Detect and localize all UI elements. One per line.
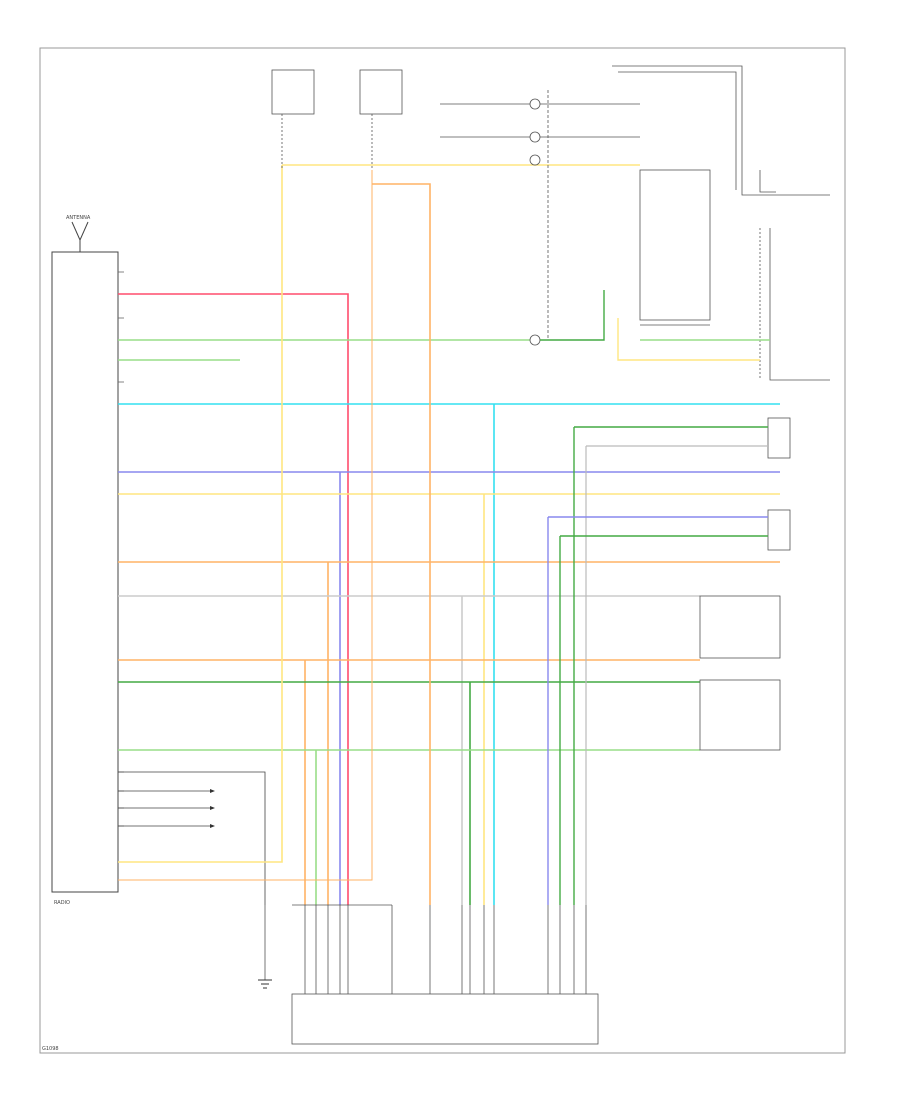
fuse-area — [271, 69, 640, 905]
bottom-connector — [264, 904, 599, 1045]
radio-label: RADIO — [54, 900, 70, 906]
speakers — [547, 417, 791, 905]
ground-symbol — [258, 979, 272, 989]
radio-unit: RADIO ANTENNA G1098 — [42, 215, 119, 1052]
right-connector-blocks — [540, 65, 830, 381]
antenna-label: ANTENNA — [66, 215, 91, 221]
diagram-frame — [39, 47, 846, 1054]
radio-pin-ticks — [118, 271, 124, 827]
radio-output-wires — [118, 165, 780, 905]
footer-code: G1098 — [42, 1046, 59, 1052]
signal-arrow-heads — [210, 789, 215, 828]
